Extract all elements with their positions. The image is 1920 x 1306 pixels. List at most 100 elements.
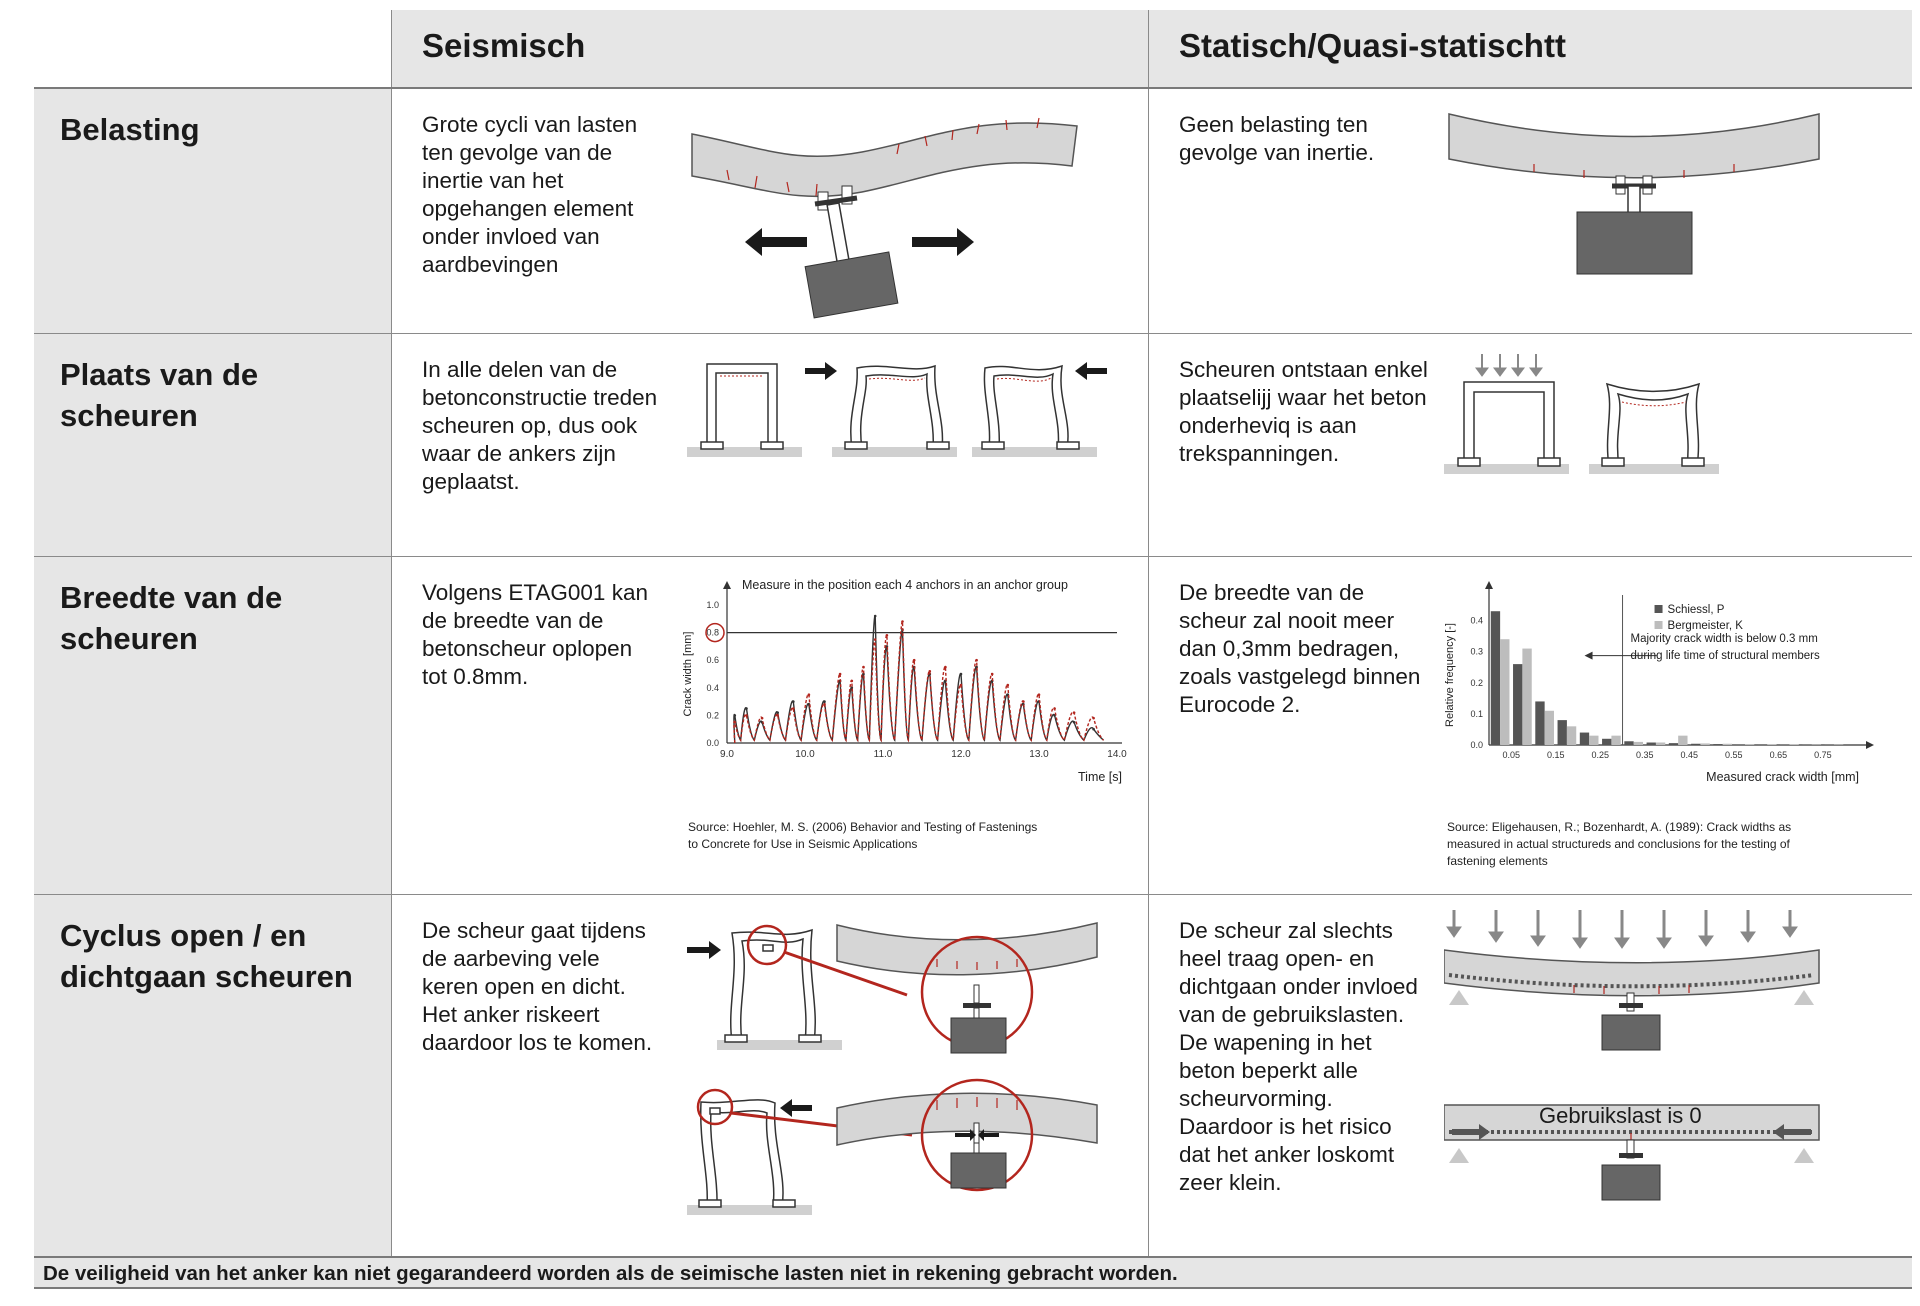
seismic-load-illustration bbox=[691, 117, 1078, 319]
data-point bbox=[959, 683, 963, 687]
data-point bbox=[760, 716, 764, 720]
table-row-belasting: Belasting Grote cycli van lasten ten gev… bbox=[34, 89, 1912, 334]
data-point bbox=[823, 700, 826, 703]
histogram-bar bbox=[1535, 701, 1545, 745]
data-point bbox=[807, 693, 811, 696]
data-point bbox=[838, 672, 842, 676]
seismic-description: De scheur gaat tijdens de aarbeving vele… bbox=[422, 918, 653, 1055]
y-tick-label: 0.6 bbox=[706, 655, 719, 665]
annotation-text: Majority crack width is below 0.3 mm bbox=[1631, 633, 1818, 645]
data-point bbox=[850, 686, 854, 690]
y-axis-arrow bbox=[1485, 581, 1493, 589]
x-tick-label: 0.35 bbox=[1636, 750, 1654, 760]
footer-note: De veiligheid van het anker kan niet geg… bbox=[34, 1256, 1912, 1289]
usage-load-label: Gebruikslast is 0 bbox=[1539, 1103, 1702, 1128]
histogram-bar bbox=[1700, 743, 1710, 745]
chart-title: Measure in the position each 4 anchors i… bbox=[742, 578, 1068, 592]
x-tick-label: 0.15 bbox=[1547, 750, 1565, 760]
data-point bbox=[873, 614, 877, 618]
x-axis-label: Measured crack width [mm] bbox=[1706, 770, 1859, 784]
seismic-description: In alle delen van de betonconstructie tr… bbox=[422, 357, 658, 494]
histogram-bar bbox=[1744, 744, 1755, 745]
static-description: Scheuren ontstaan enkel plaatselijj waar… bbox=[1179, 357, 1428, 466]
x-axis-arrow bbox=[1866, 741, 1874, 749]
data-point bbox=[776, 714, 779, 717]
seismic-description: Volgens ETAG001 kan de breedte van de be… bbox=[422, 580, 648, 689]
seismic-crack-locations-illustration bbox=[687, 362, 1107, 457]
y-tick-label: 1.0 bbox=[706, 600, 719, 610]
static-crack-cycle-illustration bbox=[1444, 910, 1820, 1201]
y-axis-label: Relative frequency [-] bbox=[1444, 623, 1456, 727]
header-empty-cell bbox=[34, 10, 391, 87]
x-tick-label: 0.55 bbox=[1725, 750, 1743, 760]
data-point bbox=[1037, 693, 1041, 696]
legend-swatch bbox=[1654, 621, 1663, 629]
data-point bbox=[792, 700, 795, 703]
histogram-bar bbox=[1789, 744, 1799, 745]
data-point bbox=[1092, 716, 1095, 720]
column-title-seismic: Seismisch bbox=[422, 27, 586, 64]
seismic-cell: De scheur gaat tijdens de aarbeving vele… bbox=[391, 895, 1148, 1256]
histogram-bar bbox=[1513, 664, 1523, 745]
data-point bbox=[990, 672, 994, 676]
histogram-bar bbox=[1655, 742, 1666, 745]
highlight-circle bbox=[705, 622, 725, 643]
row-label: Breedte van de scheuren bbox=[60, 580, 283, 656]
histogram-bar bbox=[1633, 741, 1644, 745]
data-point bbox=[733, 714, 737, 717]
legend-label: Bergmeister, K bbox=[1668, 620, 1744, 632]
header-seismic-cell: Seismisch bbox=[391, 10, 1148, 87]
x-tick-label: 10.0 bbox=[795, 749, 815, 760]
histogram-bar bbox=[1490, 611, 1501, 745]
data-point bbox=[928, 669, 932, 673]
histogram-bar bbox=[1544, 710, 1554, 745]
data-point bbox=[944, 665, 947, 669]
y-tick-label: 0.0 bbox=[1470, 740, 1483, 750]
histogram-bar bbox=[1678, 735, 1688, 745]
static-chart-source: Source: Eligehausen, R.; Bozenhardt, A. … bbox=[1447, 819, 1791, 870]
seismic-chart-source: Source: Hoehler, M. S. (2006) Behavior a… bbox=[688, 819, 1037, 853]
histogram-bar bbox=[1589, 735, 1599, 745]
histogram-bar bbox=[1624, 741, 1634, 745]
annotation-arrowhead bbox=[1584, 651, 1593, 660]
histogram-bar bbox=[1646, 742, 1656, 745]
histogram-bar bbox=[1557, 720, 1567, 745]
column-title-static: Statisch/Quasi-statischtt bbox=[1179, 27, 1566, 64]
x-tick-label: 0.65 bbox=[1770, 750, 1788, 760]
static-cell: De breedte van de scheur zal nooit meer … bbox=[1148, 557, 1912, 894]
legend-swatch bbox=[1654, 605, 1663, 613]
y-tick-label: 0.4 bbox=[706, 683, 719, 693]
x-tick-label: 0.05 bbox=[1502, 750, 1520, 760]
data-point bbox=[1053, 707, 1056, 710]
y-tick-label: 0.2 bbox=[706, 710, 719, 720]
static-cell: Geen belasting ten gevolge van inertie. bbox=[1148, 89, 1912, 333]
data-point bbox=[792, 707, 795, 710]
table-header-row: Seismisch Statisch/Quasi-statischtt bbox=[34, 10, 1912, 89]
data-point bbox=[901, 620, 904, 623]
data-point bbox=[745, 714, 748, 717]
data-point bbox=[1072, 711, 1076, 714]
data-point bbox=[873, 638, 877, 641]
data-point bbox=[1072, 721, 1076, 724]
static-description: Geen belasting ten gevolge van inertie. bbox=[1179, 112, 1375, 165]
source-line: to Concrete for Use in Seismic Applicati… bbox=[688, 837, 918, 851]
row-label: Plaats van de scheuren bbox=[60, 357, 259, 433]
histogram-bar bbox=[1767, 744, 1777, 745]
histogram-bar bbox=[1500, 639, 1510, 745]
static-description: De scheur zal slechts heel traag open- e… bbox=[1179, 918, 1418, 1195]
x-tick-label: 0.45 bbox=[1681, 750, 1699, 760]
annotation-text: during life time of structural members bbox=[1631, 650, 1820, 662]
y-tick-label: 0.4 bbox=[1470, 616, 1483, 626]
histogram-bar bbox=[1522, 648, 1532, 745]
data-point bbox=[1092, 727, 1095, 731]
x-tick-label: 11.0 bbox=[874, 749, 893, 760]
histogram-bar bbox=[1735, 744, 1745, 745]
source-line: Source: Eligehausen, R.; Bozenhardt, A. … bbox=[1447, 820, 1792, 834]
table-row-plaats: Plaats van de scheuren In alle delen van… bbox=[34, 334, 1912, 557]
x-tick-label: 9.0 bbox=[720, 749, 734, 760]
data-point bbox=[1053, 714, 1056, 717]
y-axis-arrow bbox=[723, 581, 731, 589]
row-label: Belasting bbox=[60, 112, 200, 147]
seismic-cell: Grote cycli van lasten ten gevolge van d… bbox=[391, 89, 1148, 333]
